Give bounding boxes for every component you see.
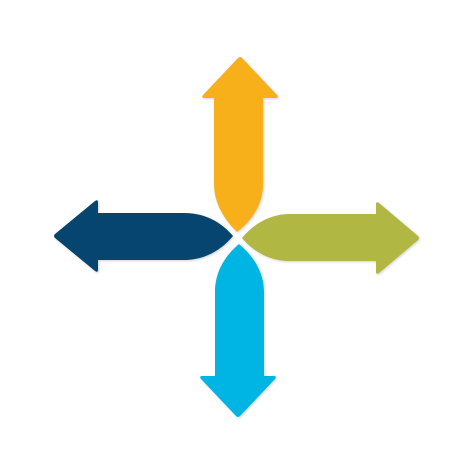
arrow-right-icon <box>242 202 419 274</box>
arrow-left-icon <box>54 200 233 272</box>
arrow-up-icon <box>202 57 278 232</box>
arrow-down-icon <box>200 244 276 417</box>
